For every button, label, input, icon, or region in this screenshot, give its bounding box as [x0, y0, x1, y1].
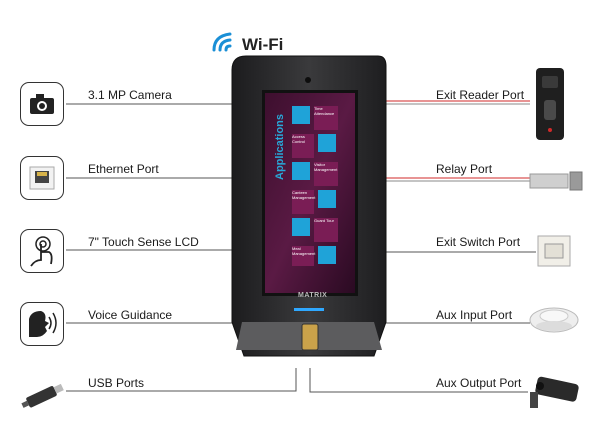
- exit-switch-icon: [537, 235, 571, 267]
- usb-drive-icon: [21, 383, 64, 408]
- left-port-label-camera: 3.1 MP Camera: [88, 88, 172, 102]
- right-port-label-aux-output: Aux Output Port: [436, 376, 522, 390]
- right-port-label-relay: Relay Port: [436, 162, 493, 176]
- app-tile-label-2: Access Control: [292, 134, 314, 158]
- right-port-label-aux-input: Aux Input Port: [436, 308, 513, 322]
- screen-apps-title-area: Applications: [274, 100, 288, 280]
- smoke-detector-icon: [529, 307, 579, 333]
- voice-box: [20, 302, 64, 346]
- app-tile-guard[interactable]: [318, 190, 336, 208]
- aux-output-connector: [309, 368, 528, 393]
- left-port-label-voice: Voice Guidance: [88, 308, 173, 322]
- app-tile-meal[interactable]: [292, 218, 310, 236]
- app-tile-grid: Time Attendance Access Control Visitor M…: [292, 106, 344, 266]
- touch-box: [20, 229, 64, 273]
- app-tile-label-5: Guard Tour: [314, 218, 338, 242]
- ethernet-box: [20, 156, 64, 200]
- app-tile-label-1: Time Attendance: [314, 106, 338, 130]
- usb-connector: [66, 368, 297, 392]
- app-tile-time[interactable]: [292, 106, 310, 124]
- left-port-label-ethernet: Ethernet Port: [88, 162, 159, 176]
- relay-lock-icon: [529, 171, 583, 191]
- camera-box: [20, 82, 64, 126]
- cctv-camera-icon: [530, 376, 579, 408]
- right-port-label-exit-reader: Exit Reader Port: [436, 88, 525, 102]
- app-tile-visitor[interactable]: [318, 134, 336, 152]
- exit-reader-icon: [536, 68, 564, 140]
- voice-icon: [29, 311, 57, 337]
- brand-logo: MATRIX: [298, 292, 328, 299]
- touch-icon: [30, 236, 53, 267]
- wifi-icon: [212, 32, 232, 52]
- wifi-label: Wi-Fi: [242, 35, 284, 54]
- app-tile-label-3: Visitor Management: [314, 162, 338, 186]
- left-port-label-lcd: 7" Touch Sense LCD: [88, 235, 199, 249]
- screen-apps-title: Applications: [274, 113, 286, 180]
- app-tile-canteen[interactable]: [292, 162, 310, 180]
- app-tile-label-4: Canteen Management: [292, 190, 315, 214]
- right-port-label-exit-switch: Exit Switch Port: [436, 235, 521, 249]
- ethernet-icon: [29, 166, 55, 190]
- app-tile-cashless[interactable]: [318, 246, 336, 264]
- camera-icon: [30, 94, 54, 114]
- app-tile-label-6: Meal Management: [292, 246, 315, 266]
- left-port-label-usb: USB Ports: [88, 376, 145, 390]
